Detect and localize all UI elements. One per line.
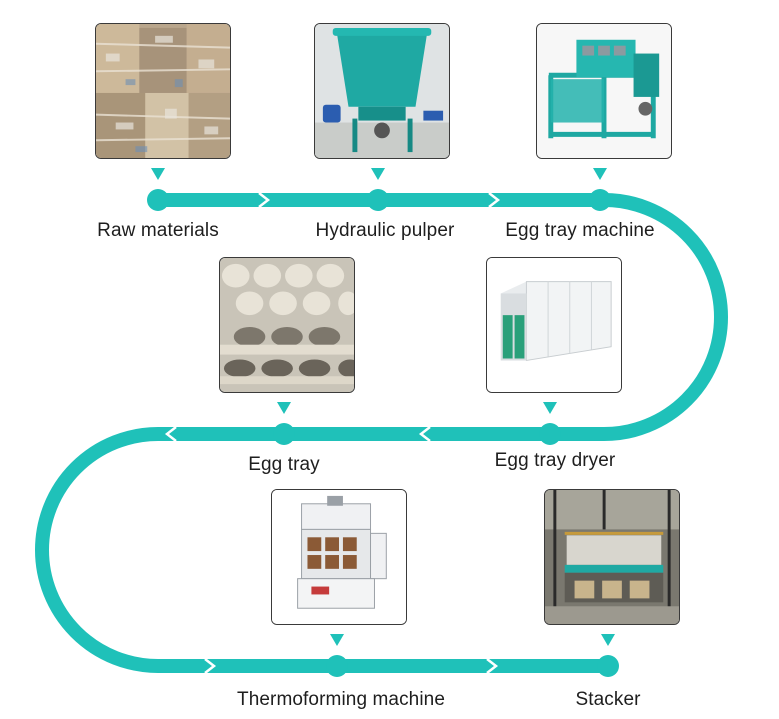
pointer-egg-tray: [277, 402, 291, 414]
pointer-raw-materials: [151, 168, 165, 180]
step-label-raw-materials: Raw materials: [97, 220, 219, 241]
step-label-thermoforming-machine: Thermoforming machine: [236, 689, 446, 710]
flow-track: [35, 193, 728, 673]
hot-press-machine-icon: [272, 490, 406, 624]
flow-arrow-right-3: [204, 658, 217, 674]
node-hydraulic-pulper: [367, 189, 389, 211]
hydraulic-pulper-photo: [314, 23, 450, 159]
drying-oven-cabinet-icon: [487, 258, 621, 392]
node-raw-materials: [147, 189, 169, 211]
egg-tray-machine-photo: [536, 23, 672, 159]
step-label-stacker: Stacker: [575, 689, 641, 710]
node-egg-tray-dryer: [539, 423, 561, 445]
node-egg-tray: [273, 423, 295, 445]
flow-arrow-left-1: [418, 426, 431, 442]
flow-arrow-left-2: [164, 426, 177, 442]
flow-arrow-right-2: [488, 192, 501, 208]
flow-arrow-right-4: [486, 658, 499, 674]
egg-tray-forming-machine-icon: [537, 24, 671, 158]
step-label-egg-tray-machine: Egg tray machine: [505, 220, 655, 241]
stacker-photo: [544, 489, 680, 625]
step-label-egg-tray: Egg tray: [248, 454, 320, 475]
baled-waste-paper-icon: [96, 24, 230, 158]
pointer-thermoforming-machine: [330, 634, 344, 646]
pointer-hydraulic-pulper: [371, 168, 385, 180]
pointer-egg-tray-dryer: [543, 402, 557, 414]
step-label-egg-tray-dryer: Egg tray dryer: [494, 450, 616, 471]
raw-materials-photo: [95, 23, 231, 159]
teal-pulper-tank-icon: [315, 24, 449, 158]
stacked-egg-trays-icon: [220, 258, 354, 392]
pointer-stacker: [601, 634, 615, 646]
step-label-hydraulic-pulper: Hydraulic pulper: [315, 220, 455, 241]
egg-tray-dryer-photo: [486, 257, 622, 393]
egg-tray-photo: [219, 257, 355, 393]
node-thermoforming-machine: [326, 655, 348, 677]
node-stacker: [597, 655, 619, 677]
thermoforming-machine-photo: [271, 489, 407, 625]
flow-arrow-right-1: [258, 192, 271, 208]
node-egg-tray-machine: [589, 189, 611, 211]
pointer-egg-tray-machine: [593, 168, 607, 180]
tray-stacker-machine-icon: [545, 490, 679, 624]
